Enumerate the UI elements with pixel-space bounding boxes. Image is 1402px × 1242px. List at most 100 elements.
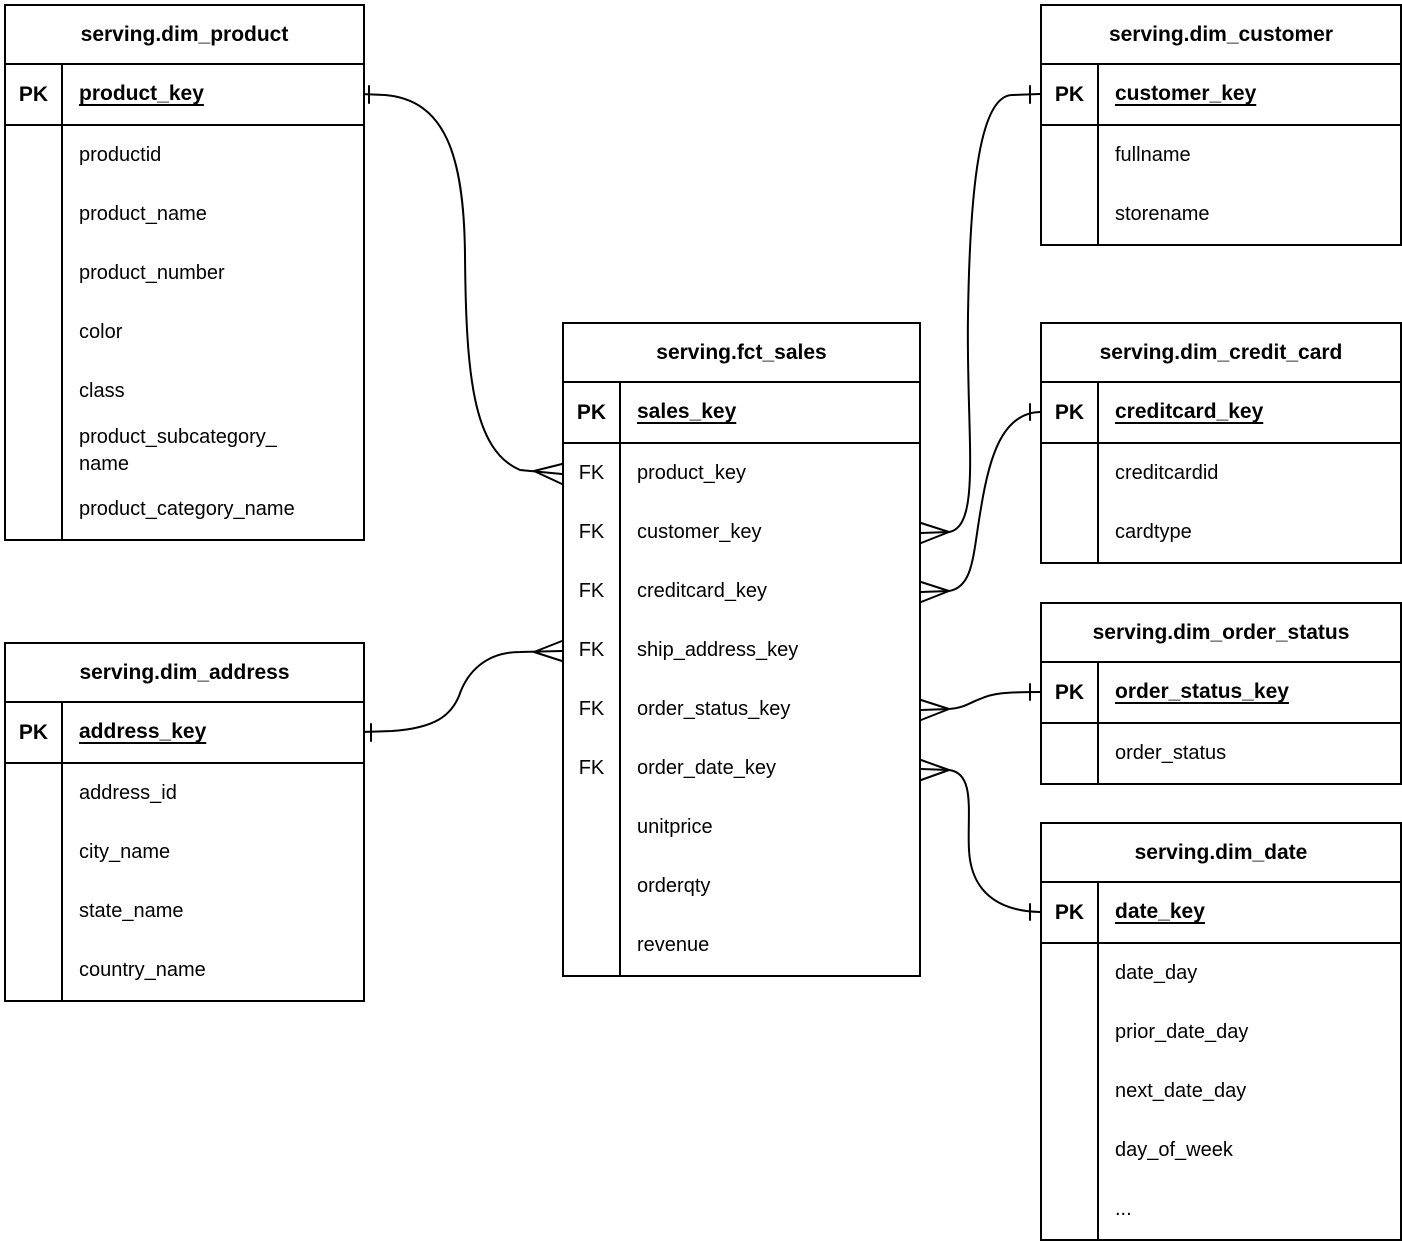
table-body: date_day prior_date_day next_date_day da…: [1042, 944, 1400, 1239]
pk-column-name: date_key: [1115, 900, 1205, 924]
column-name: unitprice: [637, 816, 713, 838]
crow-foot-many-icon: [920, 759, 950, 781]
field-column: creditcardid cardtype: [1099, 444, 1400, 562]
column-name: product_subcategory_ name: [79, 425, 277, 475]
table-title: serving.fct_sales: [564, 324, 919, 383]
fk-tag: FK: [578, 580, 605, 602]
table-body: productid product_name product_number co…: [6, 126, 363, 539]
tag-column: FK FK FK FK FK FK: [564, 444, 621, 975]
column-name: customer_key: [637, 521, 762, 543]
field-column: product_key customer_key creditcard_key …: [621, 444, 919, 975]
relation-fct-sales-to-dim-order-status: [920, 683, 1041, 721]
entity-table-dim-product: serving.dim_product PK product_key produ…: [4, 4, 365, 541]
relation-line: [920, 768, 1041, 913]
entity-table-fct-sales: serving.fct_sales PK sales_key FK FK FK …: [562, 322, 921, 977]
pk-row: PK creditcard_key: [1042, 383, 1400, 444]
pk-tag: PK: [564, 383, 621, 442]
fk-tag: FK: [578, 698, 605, 720]
table-title: serving.dim_customer: [1042, 6, 1400, 65]
pk-row: PK address_key: [6, 703, 363, 764]
pk-row: PK sales_key: [564, 383, 919, 444]
pk-tag: PK: [1042, 383, 1099, 442]
entity-table-dim-date: serving.dim_date PK date_key date_day pr…: [1040, 822, 1402, 1241]
column-name: ship_address_key: [637, 639, 799, 661]
crow-foot-many-icon: [920, 581, 950, 603]
table-title: serving.dim_address: [6, 644, 363, 703]
field-column: productid product_name product_number co…: [63, 126, 363, 539]
column-name: productid: [79, 144, 162, 166]
column-name: product_key: [637, 462, 746, 484]
entity-table-dim-address: serving.dim_address PK address_key addre…: [4, 642, 365, 1002]
column-name: next_date_day: [1115, 1080, 1247, 1102]
pk-tag: PK: [1042, 663, 1099, 722]
pk-tag: PK: [6, 65, 63, 124]
tag-column: [6, 764, 63, 1000]
column-name: product_category_name: [79, 498, 295, 520]
column-name: order_status: [1115, 742, 1227, 764]
pk-row: PK order_status_key: [1042, 663, 1400, 724]
pk-column-name: product_key: [79, 82, 204, 106]
column-name: day_of_week: [1115, 1139, 1233, 1161]
column-name: orderqty: [637, 875, 711, 897]
table-title: serving.dim_product: [6, 6, 363, 65]
column-name: order_status_key: [637, 698, 791, 720]
column-name: product_name: [79, 203, 207, 225]
pk-column-name: address_key: [79, 720, 207, 744]
column-name: revenue: [637, 934, 710, 956]
column-name: address_id: [79, 782, 177, 804]
column-name: prior_date_day: [1115, 1021, 1249, 1043]
relation-fct-sales-to-dim-customer: [920, 85, 1041, 544]
column-name: order_date_key: [637, 757, 776, 779]
field-column: date_day prior_date_day next_date_day da…: [1099, 944, 1400, 1239]
column-name: country_name: [79, 959, 206, 981]
pk-row: PK customer_key: [1042, 65, 1400, 126]
pk-tag: PK: [1042, 65, 1099, 124]
table-body: fullname storename: [1042, 126, 1400, 244]
column-name: creditcard_key: [637, 580, 768, 602]
table-body: creditcardid cardtype: [1042, 444, 1400, 562]
fk-tag: FK: [578, 639, 605, 661]
pk-column-name: creditcard_key: [1115, 400, 1264, 424]
field-column: order_status: [1099, 724, 1400, 783]
crow-foot-many-icon: [920, 522, 950, 544]
pk-tag: PK: [1042, 883, 1099, 942]
fk-tag: [564, 798, 619, 857]
crow-foot-many-icon: [533, 640, 563, 662]
relation-line: [360, 93, 563, 475]
tag-column: [1042, 126, 1099, 244]
column-name: class: [79, 380, 125, 402]
fk-tag: [564, 916, 619, 975]
column-name: state_name: [79, 900, 184, 922]
pk-tag: PK: [6, 703, 63, 762]
relation-fct-sales-to-dim-credit-card: [920, 403, 1041, 603]
column-name: color: [79, 321, 123, 343]
column-name: storename: [1115, 203, 1210, 225]
field-column: address_id city_name state_name country_…: [63, 764, 363, 1000]
tag-column: [1042, 944, 1099, 1239]
crow-foot-many-icon: [920, 699, 950, 721]
table-title: serving.dim_date: [1042, 824, 1400, 883]
tag-column: [6, 126, 63, 539]
column-name: cardtype: [1115, 521, 1192, 543]
relation-line: [920, 411, 1041, 593]
relation-dim-address-to-fct-sales: [360, 640, 563, 742]
pk-row: PK product_key: [6, 65, 363, 126]
column-name: date_day: [1115, 962, 1198, 984]
pk-column-name: sales_key: [637, 400, 737, 424]
table-title: serving.dim_credit_card: [1042, 324, 1400, 383]
fk-tag: FK: [578, 462, 605, 484]
tag-column: [1042, 724, 1099, 783]
table-body: order_status: [1042, 724, 1400, 783]
tag-column: [1042, 444, 1099, 562]
relation-line: [360, 650, 563, 733]
fk-tag: FK: [578, 521, 605, 543]
relation-line: [920, 93, 1041, 534]
table-title: serving.dim_order_status: [1042, 604, 1400, 663]
fk-tag: FK: [578, 757, 605, 779]
entity-table-dim-customer: serving.dim_customer PK customer_key ful…: [1040, 4, 1402, 246]
relation-line: [920, 691, 1041, 711]
pk-row: PK date_key: [1042, 883, 1400, 944]
pk-column-name: customer_key: [1115, 82, 1257, 106]
entity-table-dim-credit-card: serving.dim_credit_card PK creditcard_ke…: [1040, 322, 1402, 564]
